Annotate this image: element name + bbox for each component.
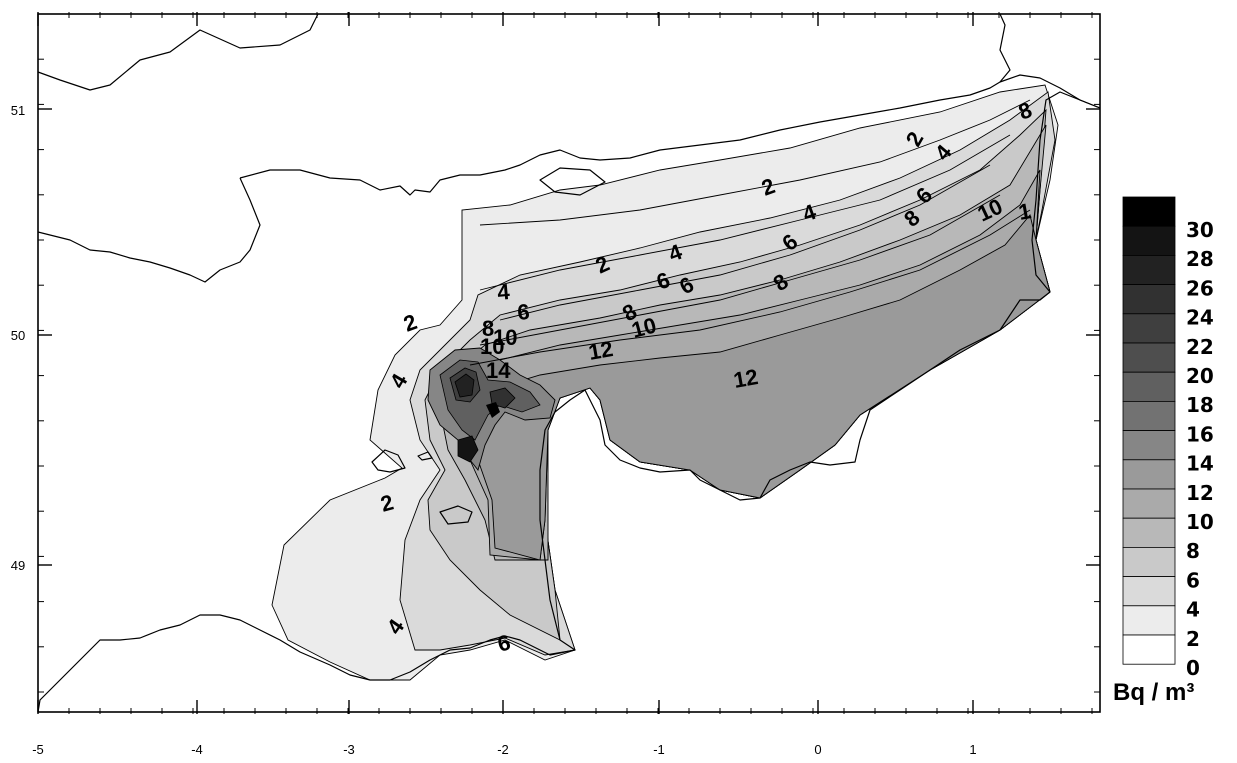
legend-level-label: 12 <box>1186 481 1214 505</box>
legend-swatch <box>1122 430 1176 461</box>
legend-swatch <box>1122 254 1176 285</box>
isle-of-wight <box>539 167 606 196</box>
legend-swatch <box>1122 459 1176 490</box>
x-tick-label: -4 <box>191 742 203 757</box>
contour-label: 8 <box>482 316 494 341</box>
contour-fill-layers <box>271 84 1059 681</box>
isoline-6 <box>499 164 991 321</box>
legend-swatch <box>1122 576 1176 607</box>
legend-level-label: 16 <box>1186 422 1214 446</box>
legend-swatch <box>1122 225 1176 256</box>
legend-level-label: 14 <box>1186 452 1214 476</box>
x-tick-label: -5 <box>32 742 44 757</box>
legend-swatch <box>1122 547 1176 578</box>
contour-label: 4 <box>496 279 511 305</box>
contour-band-30 <box>486 402 500 418</box>
legend-swatch <box>1122 605 1176 636</box>
legend-swatch <box>1122 634 1176 665</box>
isoline-2 <box>479 99 1031 226</box>
legend-swatch <box>1122 517 1176 548</box>
legend-swatch <box>1122 400 1176 431</box>
legend-level-label: 28 <box>1186 247 1214 271</box>
contour-band-26 <box>454 373 475 398</box>
legend-level-label: 18 <box>1186 393 1214 417</box>
x-tick-label: 0 <box>814 742 821 757</box>
x-tick-label: 1 <box>969 742 976 757</box>
contour-label: 14 <box>486 358 511 383</box>
isoline-4 <box>479 134 1011 291</box>
legend-level-label: 10 <box>1186 510 1214 534</box>
france-coastline <box>37 91 1101 713</box>
legend-level-label: 26 <box>1186 276 1214 300</box>
contour-label: 2 <box>400 309 420 337</box>
isoline-8 <box>479 194 1001 346</box>
contour-label: 12 <box>587 336 615 365</box>
contour-band-28 <box>457 435 479 463</box>
legend-level-label: 6 <box>1186 568 1200 592</box>
legend-level-label: 2 <box>1186 627 1200 651</box>
legend-level-label: 24 <box>1186 306 1214 330</box>
legend-swatch <box>1122 488 1176 519</box>
legend-unit-label: Bq / m³ <box>1113 679 1194 706</box>
contour-label: 12 <box>732 364 760 393</box>
isoline-10 <box>469 209 1031 366</box>
x-tick-label: -2 <box>497 742 509 757</box>
contour-band-12 <box>469 214 1051 561</box>
y-axis: 51 50 49 <box>11 103 25 573</box>
contour-label: 10 <box>480 334 504 359</box>
map-frame <box>37 13 1101 713</box>
contour-label: 6 <box>516 299 530 325</box>
channel-islands-jersey <box>439 505 473 525</box>
contour-label: 1 <box>1017 198 1033 225</box>
channel-islands-alderney <box>417 451 433 461</box>
isolines <box>469 99 1031 366</box>
y-tick-label: 49 <box>11 558 25 573</box>
legend-swatch <box>1122 313 1176 344</box>
x-tick-label: -3 <box>343 742 355 757</box>
x-tick-label: -1 <box>653 742 665 757</box>
legend-level-label: 4 <box>1186 598 1200 622</box>
coastlines <box>37 13 1101 713</box>
england-coastline <box>37 13 1011 283</box>
x-axis-ticks <box>37 12 1093 714</box>
x-axis: -5 -4 -3 -2 -1 0 1 <box>32 742 976 757</box>
legend-swatch <box>1122 371 1176 402</box>
contour-label: 10 <box>493 325 517 350</box>
legend-level-label: 8 <box>1186 539 1200 563</box>
legend-swatch <box>1122 284 1176 315</box>
y-axis-ticks <box>38 13 1100 693</box>
channel-islands-guernsey <box>371 449 406 473</box>
legend-level-label: 0 <box>1186 656 1200 680</box>
legend-level-label: 22 <box>1186 335 1214 359</box>
legend-swatch <box>1122 196 1176 227</box>
y-tick-label: 50 <box>11 328 25 343</box>
legend-swatch <box>1122 342 1176 373</box>
legend-level-label: 30 <box>1186 218 1214 242</box>
legend-level-label: 20 <box>1186 364 1214 388</box>
y-tick-label: 51 <box>11 103 25 118</box>
